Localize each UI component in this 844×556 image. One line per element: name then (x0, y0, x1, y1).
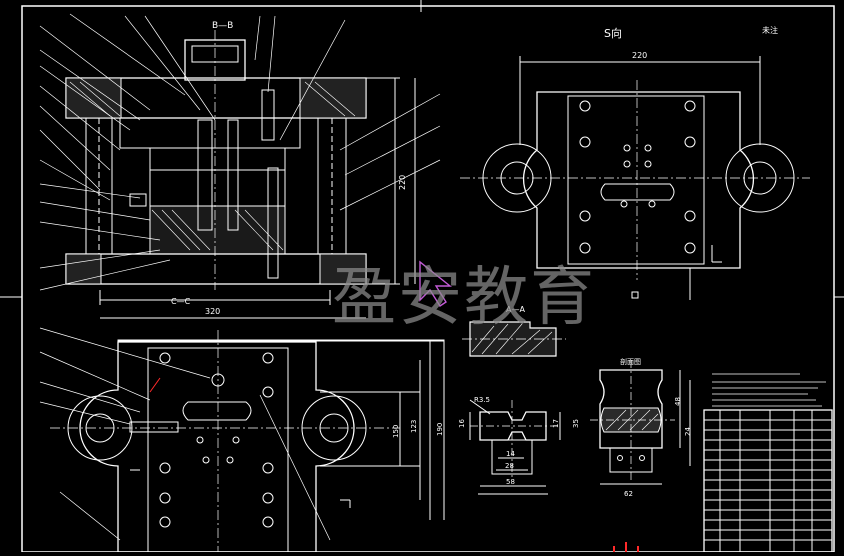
dim-plan-h1: 150 (392, 425, 400, 438)
main-view-sub-label: C—C (171, 297, 191, 306)
plan-view (39, 327, 445, 553)
dim-part-w3: 58 (506, 478, 515, 486)
dim-part-r: R3.5 (474, 396, 490, 404)
dim-plan-h2: 123 (410, 420, 418, 433)
top-right-note: 未注 (762, 25, 778, 35)
section-aa-view (462, 321, 566, 357)
dim-part-w2: 28 (505, 462, 514, 470)
title-block (703, 409, 833, 553)
dim-part-h1: 16 (458, 419, 466, 428)
bottom-edge-marks (613, 542, 639, 552)
dim-part-w1: 14 (506, 450, 515, 458)
dim-part-h2: 17 (552, 419, 560, 428)
dim-sect-mid: 24 (684, 427, 692, 436)
cross-section-view (590, 360, 691, 485)
section-aa-title: A—A (506, 305, 525, 314)
dim-s-width: 220 (632, 51, 647, 60)
cursor-arrow-icon (419, 260, 452, 307)
dim-main-height: 220 (398, 175, 407, 190)
assembly-main-view (39, 13, 441, 319)
dim-main-width: 320 (205, 307, 220, 316)
main-view-title: B—B (212, 21, 233, 31)
s-direction-view (460, 56, 810, 300)
dim-part-h3: 35 (572, 419, 580, 428)
part-detail-view (469, 399, 561, 495)
dim-sect-top: 48 (674, 397, 682, 406)
cross-section-title: 剖面图 (620, 357, 641, 366)
dim-sect-bot: 62 (624, 490, 633, 498)
dim-plan-h3: 190 (436, 423, 444, 436)
technical-notes (712, 373, 826, 407)
s-view-title: S向 (604, 26, 622, 40)
watermark-text: 盈安教育 (332, 261, 596, 335)
